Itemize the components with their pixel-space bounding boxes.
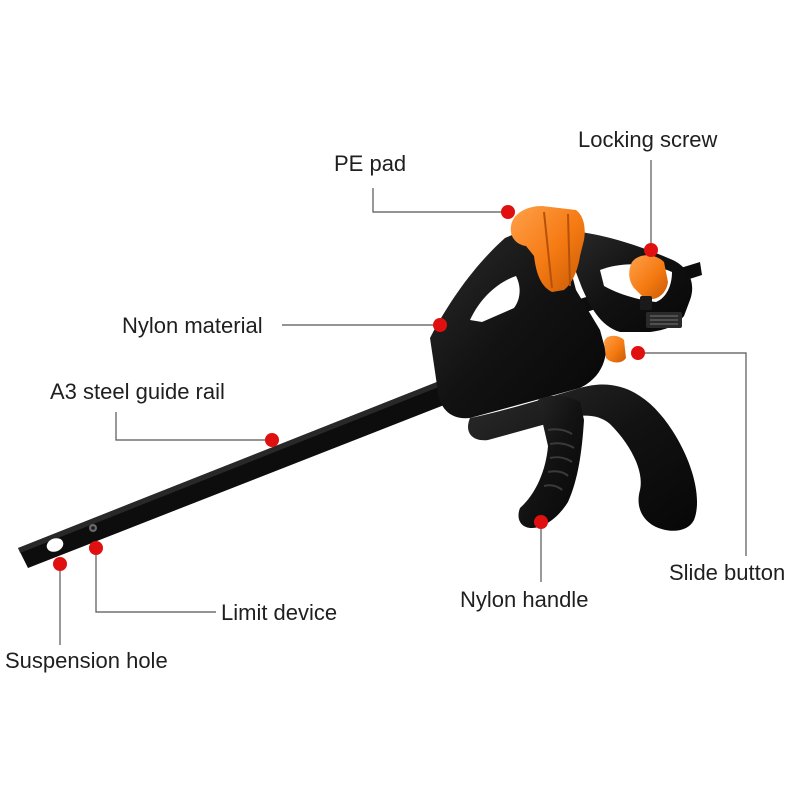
leader-lines bbox=[59, 160, 747, 645]
marker-slide-button bbox=[631, 346, 645, 360]
label-slide-button: Slide button bbox=[669, 560, 785, 585]
label-nylon-material: Nylon material bbox=[122, 313, 263, 338]
suspension-hole bbox=[46, 538, 64, 552]
label-locking-screw: Locking screw bbox=[578, 127, 718, 152]
slide-button bbox=[604, 335, 626, 363]
leader-limit-device bbox=[95, 548, 216, 613]
marker-dots bbox=[53, 205, 658, 571]
part-labels: PE pad Locking screw Nylon material A3 s… bbox=[5, 127, 785, 673]
label-nylon-handle: Nylon handle bbox=[460, 587, 588, 612]
leader-a3-steel-guide-rail bbox=[115, 412, 272, 441]
label-suspension-hole: Suspension hole bbox=[5, 648, 168, 673]
marker-suspension-hole bbox=[53, 557, 67, 571]
clamp-illustration bbox=[18, 206, 702, 568]
marker-pe-pad bbox=[501, 205, 515, 219]
label-a3-steel-guide-rail: A3 steel guide rail bbox=[50, 379, 225, 404]
marker-locking-screw bbox=[644, 243, 658, 257]
rear-grip bbox=[468, 384, 698, 531]
marker-limit-device bbox=[89, 541, 103, 555]
label-limit-device: Limit device bbox=[221, 600, 337, 625]
guide-rail bbox=[18, 376, 462, 568]
leader-slide-button bbox=[638, 352, 747, 556]
marker-nylon-handle bbox=[534, 515, 548, 529]
marker-a3-steel-guide-rail bbox=[265, 433, 279, 447]
marker-nylon-material bbox=[433, 318, 447, 332]
locking-screw bbox=[629, 255, 668, 300]
label-pe-pad: PE pad bbox=[334, 151, 406, 176]
leader-pe-pad bbox=[372, 188, 508, 213]
nylon-handle bbox=[518, 395, 584, 528]
